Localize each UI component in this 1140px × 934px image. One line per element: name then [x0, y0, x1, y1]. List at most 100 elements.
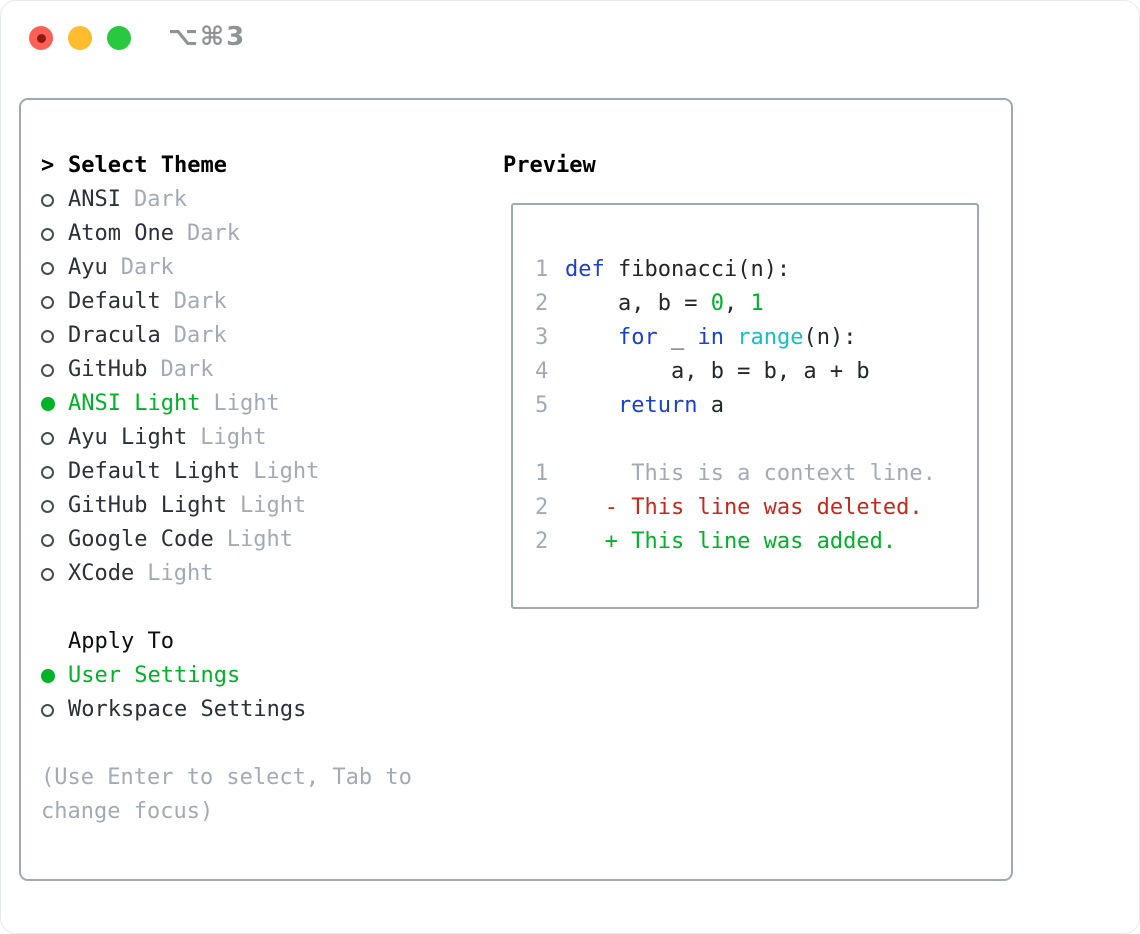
radio-icon [41, 431, 54, 445]
line-content: - This line was deleted. [565, 495, 923, 520]
line-number: 1 [535, 461, 549, 486]
radio-cell [41, 329, 68, 343]
radio-cell [41, 397, 68, 411]
diff-context-line: 1 This is a context line. [535, 457, 977, 491]
spacer [41, 727, 503, 761]
theme-category: Light [213, 391, 280, 416]
radio-selected-icon [41, 669, 55, 683]
line-number: 2 [535, 495, 549, 520]
line-number: 3 [535, 325, 549, 350]
radio-cell [41, 465, 68, 479]
unsaved-indicator-dot [36, 33, 46, 43]
radio-icon [41, 295, 54, 309]
close-button[interactable] [29, 26, 53, 50]
theme-name: Default [68, 289, 161, 314]
code-line: 1 def fibonacci(n): [535, 253, 977, 287]
theme-name: GitHub Light [68, 493, 227, 518]
radio-icon [41, 703, 54, 717]
theme-option-default-light[interactable]: Default Light Light [41, 455, 503, 489]
radio-cell [41, 703, 68, 717]
theme-name: ANSI Light [68, 391, 201, 416]
line-number: 4 [535, 359, 549, 384]
radio-icon [41, 499, 54, 513]
hint-text: (Use Enter to select, Tab to change focu… [41, 765, 412, 824]
theme-category: Light [200, 425, 267, 450]
radio-icon [41, 193, 54, 207]
radio-cell [41, 669, 68, 683]
radio-icon [41, 533, 54, 547]
radio-selected-icon [41, 397, 55, 411]
blank-line [535, 423, 977, 457]
select-theme-heading: Select Theme [68, 153, 227, 178]
theme-option-default[interactable]: Default Dark [41, 285, 503, 319]
theme-name: Ayu Light [68, 425, 188, 450]
code-line: 2 a, b = 0, 1 [535, 287, 977, 321]
window-shortcut-label: ⌥⌘3 [168, 22, 247, 52]
select-theme-heading-row: > Select Theme [41, 149, 503, 183]
apply-option-label: User Settings [68, 663, 241, 688]
radio-cell [41, 567, 68, 581]
radio-icon [41, 227, 54, 241]
radio-cell [41, 363, 68, 377]
theme-name: Google Code [68, 527, 214, 552]
spacer [41, 591, 503, 625]
minimize-button[interactable] [68, 26, 92, 50]
line-content: a, b = 0, 1 [565, 291, 764, 316]
radio-icon [41, 465, 54, 479]
apply-to-heading: Apply To [68, 629, 174, 654]
theme-category: Dark [160, 357, 214, 382]
theme-category: Dark [133, 187, 187, 212]
theme-name: Default Light [68, 459, 241, 484]
theme-option-atom-one[interactable]: Atom One Dark [41, 217, 503, 251]
apply-to-heading-row: Apply To [41, 625, 503, 659]
theme-category: Dark [173, 289, 227, 314]
radio-icon [41, 261, 54, 275]
theme-category: Dark [173, 323, 227, 348]
radio-cell [41, 533, 68, 547]
line-number: 2 [535, 529, 549, 554]
theme-category: Light [253, 459, 320, 484]
theme-option-google-code[interactable]: Google Code Light [41, 523, 503, 557]
radio-icon [41, 567, 54, 581]
theme-name: GitHub [68, 357, 148, 382]
radio-cell [41, 193, 68, 207]
theme-name: XCode [68, 561, 135, 586]
line-content: return a [617, 393, 724, 418]
diff-deleted-line: 2 - This line was deleted. [535, 491, 977, 525]
apply-option-user-settings[interactable]: User Settings [41, 659, 503, 693]
theme-category: Light [226, 527, 293, 552]
theme-category: Dark [186, 221, 240, 246]
theme-name: Ayu [68, 255, 108, 280]
apply-option-workspace-settings[interactable]: Workspace Settings [41, 693, 503, 727]
theme-option-ansi-light[interactable]: ANSI Light Light [41, 387, 503, 421]
preview-heading: Preview [503, 153, 596, 178]
line-content: a, b = b, a + b [565, 359, 870, 384]
line-content: def fibonacci(n): [565, 257, 791, 282]
radio-cell [41, 227, 68, 241]
radio-cell [41, 431, 68, 445]
line-number: 5 [535, 393, 549, 418]
zoom-button[interactable] [107, 26, 131, 50]
code-line: 3 for _ in range(n): [535, 321, 977, 355]
line-number: 2 [535, 291, 549, 316]
focus-caret: > [41, 153, 55, 178]
theme-option-github-light[interactable]: GitHub Light Light [41, 489, 503, 523]
line-number: 1 [535, 257, 549, 282]
line-content: for _ in range(n): [617, 325, 857, 350]
radio-cell [41, 295, 68, 309]
radio-icon [41, 329, 54, 343]
theme-option-ayu-light[interactable]: Ayu Light Light [41, 421, 503, 455]
theme-category: Light [239, 493, 307, 518]
theme-name: Atom One [68, 221, 174, 246]
radio-cell [41, 499, 68, 513]
theme-option-github[interactable]: GitHub Dark [41, 353, 503, 387]
